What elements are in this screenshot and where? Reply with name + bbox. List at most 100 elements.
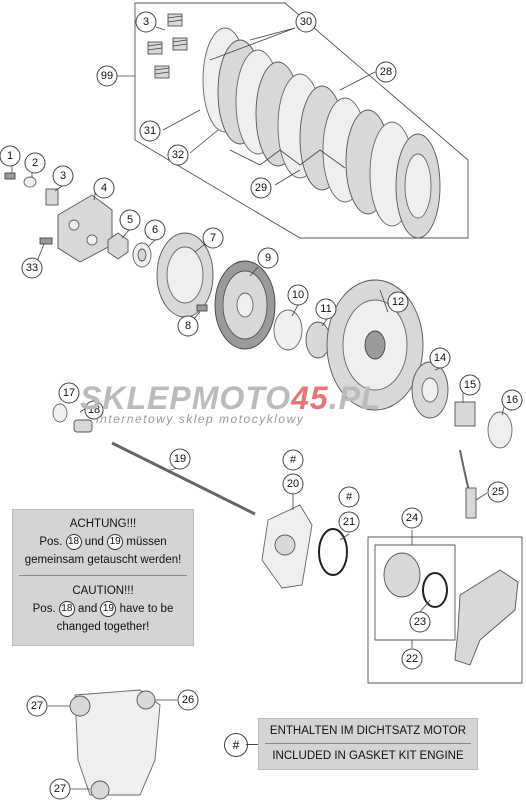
piston-box	[374, 544, 456, 641]
note-en-title: CAUTION!!!	[72, 585, 134, 597]
kit-99-box	[134, 2, 469, 239]
circlip-11	[305, 321, 331, 359]
svg-text:99: 99	[101, 70, 113, 82]
callout-17: 17	[58, 382, 80, 404]
svg-text:31: 31	[144, 125, 156, 137]
callout-27: 27	[49, 778, 71, 800]
thrust-washer-10	[273, 309, 303, 351]
svg-text:17: 17	[63, 387, 75, 399]
callout-30: 30	[295, 11, 317, 33]
svg-text:33: 33	[26, 262, 38, 274]
svg-text:29: 29	[255, 182, 267, 194]
gasket-leader	[246, 744, 260, 745]
note-de-title: ACHTUNG!!!	[69, 518, 137, 530]
svg-text:23: 23	[414, 616, 426, 628]
note-de-line1: Pos. 18 und 19 müssen	[39, 533, 167, 550]
gasket-divider	[265, 743, 471, 744]
callout-5: 5	[119, 209, 141, 231]
gasket-en: INCLUDED IN GASKET KIT ENGINE	[272, 750, 464, 762]
svg-text:1: 1	[7, 150, 13, 162]
callout-99: 99	[96, 65, 118, 87]
svg-text:24: 24	[406, 512, 418, 524]
callout-14: 14	[429, 347, 451, 369]
svg-text:26: 26	[182, 694, 194, 706]
callout-4: 4	[93, 177, 115, 199]
inner-clutch-hub	[156, 232, 214, 318]
callout-28: 28	[375, 61, 397, 83]
gasket-symbol: #	[224, 733, 248, 757]
slave-cylinder-housing	[454, 569, 519, 666]
callout-21: 21	[338, 511, 360, 533]
outer-clutch-basket	[326, 279, 424, 411]
svg-text:9: 9	[265, 252, 271, 264]
svg-text:3: 3	[143, 16, 149, 28]
callout-20-hash: #	[282, 449, 304, 471]
slave-cylinder-box	[367, 536, 523, 684]
callout-7: 7	[202, 227, 224, 249]
callout-29: 29	[250, 177, 272, 199]
watermark-logo: SKLEPMOTO45.PL	[80, 380, 382, 416]
o-ring-23	[422, 572, 448, 608]
svg-text:28: 28	[380, 66, 392, 78]
push-rod-19	[111, 441, 256, 516]
svg-text:#: #	[346, 491, 353, 503]
svg-text:10: 10	[292, 289, 304, 301]
svg-text:27: 27	[54, 783, 66, 795]
bushing-18	[73, 419, 93, 433]
callout-1: 1	[0, 145, 21, 167]
svg-text:16: 16	[506, 394, 518, 406]
seal-17	[52, 403, 68, 423]
callout-15: 15	[459, 374, 481, 396]
note-de-line2: gemeinsam getauscht werden!	[24, 554, 182, 566]
callout-16: 16	[501, 389, 523, 411]
drive-gear-14	[411, 361, 449, 419]
svg-text:27: 27	[31, 700, 43, 712]
svg-text:22: 22	[406, 653, 418, 665]
svg-text:18: 18	[88, 404, 100, 416]
note-en-line1: Pos. 18 and 19 have to be	[32, 600, 174, 617]
callout-20: 20	[282, 473, 304, 495]
callout-31: 31	[139, 120, 161, 142]
callout-21-hash: #	[338, 486, 360, 508]
clutch-basket-plate	[214, 260, 276, 350]
callout-25: 25	[487, 481, 509, 503]
svg-text:5: 5	[127, 214, 133, 226]
callout-6: 6	[144, 219, 166, 241]
svg-text:30: 30	[300, 16, 312, 28]
needle-bearing-15	[454, 401, 476, 427]
callout-32: 32	[167, 144, 189, 166]
callout-2: 2	[24, 152, 46, 174]
svg-text:8: 8	[185, 320, 191, 332]
callout-10: 10	[287, 284, 309, 306]
callout-3: 3	[135, 11, 157, 33]
gasket-de: ENTHALTEN IM DICHTSATZ MOTOR	[269, 725, 467, 737]
clutch-springs	[147, 13, 188, 79]
callout-27: 27	[26, 695, 48, 717]
note-en-line2: changed together!	[56, 621, 150, 633]
callout-26: 26	[177, 689, 199, 711]
clutch-disc-stack	[202, 27, 441, 239]
caution-note: ACHTUNG!!! Pos. 18 und 19 müssen gemeins…	[12, 509, 194, 646]
svg-text:6: 6	[152, 224, 158, 236]
svg-text:32: 32	[172, 149, 184, 161]
svg-text:25: 25	[492, 486, 504, 498]
svg-text:#: #	[290, 454, 297, 466]
svg-text:3: 3	[60, 170, 66, 182]
svg-text:7: 7	[210, 232, 216, 244]
o-ring-21	[318, 528, 348, 576]
svg-text:14: 14	[434, 352, 446, 364]
callout-33: 33	[21, 257, 43, 279]
callout-3: 3	[52, 165, 74, 187]
piston	[383, 552, 421, 598]
svg-text:21: 21	[343, 516, 355, 528]
callout-12: 12	[387, 291, 409, 313]
callout-11: 11	[315, 298, 337, 320]
svg-text:4: 4	[101, 182, 107, 194]
callout-24: 24	[401, 507, 423, 529]
watermark-subtitle: internetowy sklep motocyklowy	[96, 412, 305, 426]
callout-22: 22	[401, 648, 423, 670]
svg-text:20: 20	[287, 478, 299, 490]
note-divider	[19, 575, 187, 576]
gasket-kit-legend: ENTHALTEN IM DICHTSATZ MOTOR INCLUDED IN…	[258, 718, 478, 770]
